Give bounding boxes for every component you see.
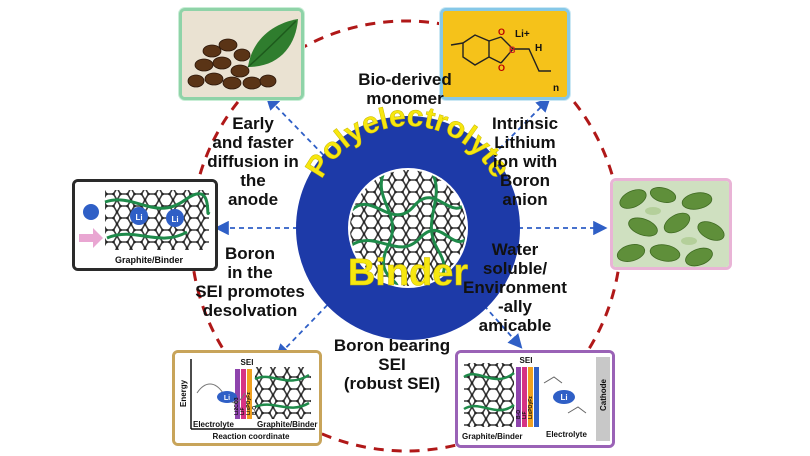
arrow-to-energy <box>275 291 341 359</box>
label-early-diffusion: Early and faster diffusion in the anode <box>207 114 299 209</box>
svg-text:n: n <box>553 83 559 94</box>
svg-text:Electrolyte: Electrolyte <box>546 430 587 439</box>
panel-graphite-binder-left: Li Li Graphite/Binder <box>72 179 218 271</box>
svg-text:SEI: SEI <box>520 356 533 365</box>
label-water-soluble: Water soluble/ Environment -ally amicabl… <box>463 240 567 335</box>
svg-text:Electrolyte: Electrolyte <box>193 420 234 429</box>
panel-coffee-beans <box>179 8 304 100</box>
coffee-beans-image <box>182 11 301 97</box>
svg-text:Energy: Energy <box>179 379 188 407</box>
panel-plant-leaves <box>610 178 732 270</box>
energy-diagram-drawing: Energy Li SEI Electrolyte Graphite/Binde… <box>175 353 319 443</box>
svg-text:Li: Li <box>135 213 142 222</box>
panel-energy-diagram: Energy Li SEI Electrolyte Graphite/Binde… <box>172 350 322 446</box>
sei-layer-label: Li2CO3 <box>234 397 240 415</box>
svg-text:Li: Li <box>171 215 178 224</box>
label-boron-desolvation: Boron in the SEI promotes desolvation <box>195 244 305 320</box>
panel-cathode-cell: Li Cathode SEI Graphite/Binder Electroly… <box>455 350 615 448</box>
sei-layer-label: LiF <box>522 412 528 420</box>
monomer-structure-drawing: O O B Li+ H n <box>443 11 567 97</box>
sei-layer-label: B-O <box>516 410 522 419</box>
arrow-to-structure <box>479 97 551 169</box>
plant-leaves-image <box>613 181 729 267</box>
svg-text:Li: Li <box>560 393 567 402</box>
svg-text:Cathode: Cathode <box>599 378 608 411</box>
svg-text:O: O <box>498 63 505 73</box>
cathode-cell-drawing: Li Cathode SEI Graphite/Binder Electroly… <box>458 353 612 445</box>
label-boron-bearing-sei: Boron bearing SEI (robust SEI) <box>333 336 451 393</box>
li-ion-icons <box>83 204 184 227</box>
svg-text:Graphite/Binder: Graphite/Binder <box>115 255 184 265</box>
center-title-bottom: Binder <box>348 252 469 294</box>
label-bio-derived-monomer: Bio-derived monomer <box>358 70 452 108</box>
svg-text:Li: Li <box>224 395 230 402</box>
svg-text:B: B <box>509 45 516 55</box>
svg-text:SEI: SEI <box>241 358 254 367</box>
label-intrinsic-lithium: Intrinsic Lithium ion with Boron anion <box>491 114 559 209</box>
arrow-to-coffee <box>265 95 337 169</box>
sei-layer-label: LixPOyFz <box>246 392 252 415</box>
graphite-binder-left-drawing: Li Li Graphite/Binder <box>75 182 215 268</box>
sei-layer-label: B-O <box>252 406 258 415</box>
svg-text:Reaction coordinate: Reaction coordinate <box>213 432 290 441</box>
sei-layer-label: LixPOyFz <box>528 396 534 419</box>
svg-text:Graphite/Binder: Graphite/Binder <box>257 420 317 429</box>
svg-text:H: H <box>535 43 542 54</box>
sei-layer-label: LiF <box>240 408 246 416</box>
svg-text:Graphite/Binder: Graphite/Binder <box>462 432 522 441</box>
svg-text:O: O <box>498 27 505 37</box>
panel-monomer-structure: O O B Li+ H n <box>440 8 570 100</box>
svg-text:Li+: Li+ <box>515 29 530 40</box>
